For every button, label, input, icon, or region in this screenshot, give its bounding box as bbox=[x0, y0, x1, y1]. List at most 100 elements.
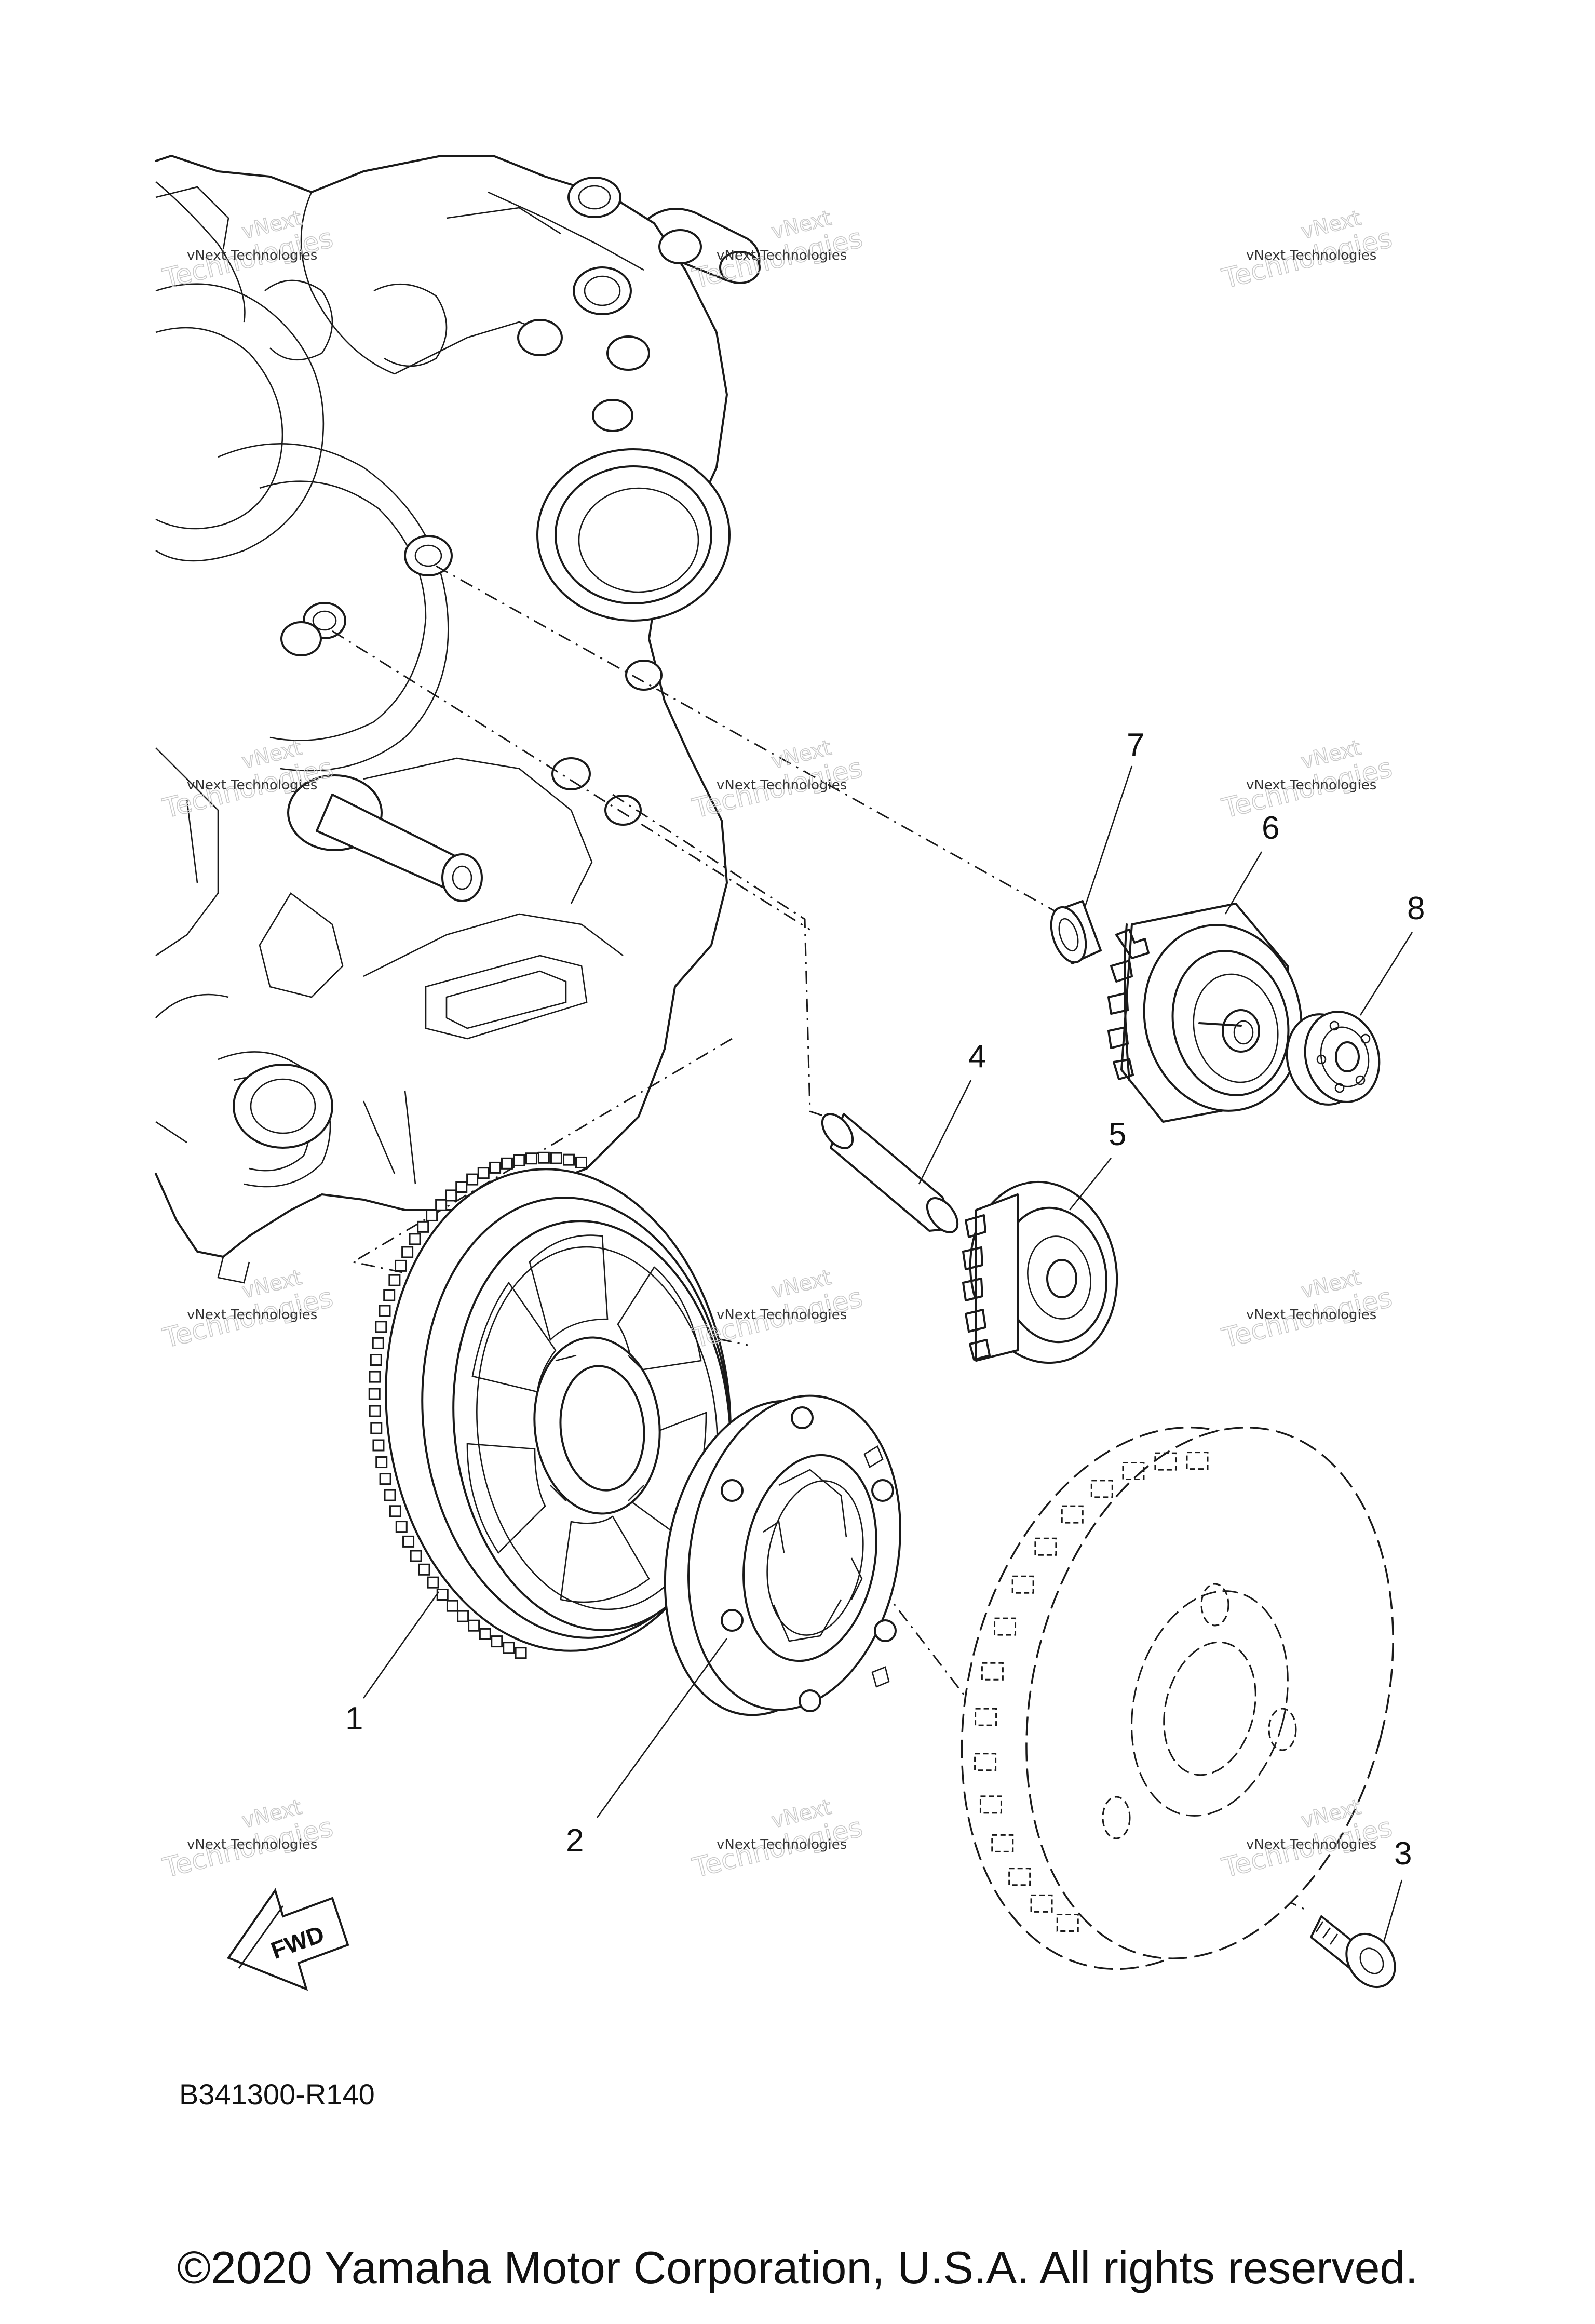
gear-tooth bbox=[379, 1473, 391, 1485]
callout-2: 2 bbox=[566, 1823, 584, 1859]
gear-tooth bbox=[418, 1563, 430, 1576]
engine-crankcase bbox=[155, 155, 761, 1284]
gear-tooth bbox=[417, 1220, 429, 1233]
rotor-slot bbox=[1034, 1537, 1057, 1556]
callout-1: 1 bbox=[345, 1701, 363, 1737]
gear-tooth bbox=[410, 1550, 422, 1562]
generator-rotor-magnets bbox=[974, 1452, 1209, 1932]
callout-6: 6 bbox=[1262, 810, 1279, 846]
gear-tooth bbox=[375, 1321, 387, 1333]
svg-text:vNext Technologies: vNext Technologies bbox=[187, 1837, 317, 1852]
svg-text:vNext Technologies: vNext Technologies bbox=[187, 248, 317, 263]
rotor-slot bbox=[1061, 1505, 1084, 1524]
svg-text:vNext Technologies: vNext Technologies bbox=[717, 1307, 847, 1323]
gear-tooth bbox=[468, 1619, 480, 1632]
svg-text:vNext Technologies: vNext Technologies bbox=[1246, 248, 1376, 263]
gear-tooth bbox=[445, 1189, 457, 1202]
gear-tooth bbox=[501, 1157, 513, 1170]
gear-tooth bbox=[409, 1233, 421, 1245]
figure-code: B341300-R140 bbox=[179, 2078, 375, 2111]
svg-text:vNext Technologies: vNext Technologies bbox=[187, 777, 317, 793]
rotor-slot bbox=[1090, 1480, 1113, 1498]
gear-tooth bbox=[563, 1153, 575, 1166]
svg-text:vNext Technologies: vNext Technologies bbox=[187, 1307, 317, 1323]
generator-rotor-reference bbox=[961, 1426, 1394, 1970]
svg-text:vNext Technologies: vNext Technologies bbox=[717, 777, 847, 793]
gear-tooth bbox=[525, 1152, 537, 1165]
gear-tooth bbox=[537, 1151, 550, 1164]
gear-tooth bbox=[379, 1305, 391, 1317]
rotor-slot bbox=[1030, 1894, 1053, 1913]
callout-4: 4 bbox=[968, 1039, 986, 1074]
svg-text:vNext Technologies: vNext Technologies bbox=[1246, 777, 1376, 793]
callout-numbers: 1 2 3 4 5 6 7 8 bbox=[345, 727, 1425, 1872]
rotor-slot bbox=[974, 1753, 997, 1771]
gear-tooth bbox=[435, 1199, 448, 1211]
rotor-slot bbox=[981, 1662, 1004, 1681]
gear-tooth bbox=[389, 1505, 401, 1517]
gear-tooth bbox=[515, 1647, 527, 1659]
gear-tooth bbox=[372, 1439, 385, 1452]
gear-tooth bbox=[503, 1642, 515, 1654]
gear-tooth bbox=[383, 1289, 396, 1301]
svg-text:vNext Technologies: vNext Technologies bbox=[1246, 1837, 1376, 1852]
gear-tooth bbox=[466, 1173, 479, 1186]
gear-tooth bbox=[491, 1635, 503, 1648]
rotor-slot bbox=[994, 1617, 1017, 1636]
gear-tooth bbox=[372, 1337, 384, 1349]
rotor-slot bbox=[1154, 1452, 1177, 1471]
part-4-shaft bbox=[821, 1113, 959, 1233]
gear-tooth bbox=[446, 1600, 458, 1612]
fwd-arrow-icon: FWD bbox=[226, 1888, 349, 1991]
svg-text:vNext Technologies: vNext Technologies bbox=[1246, 1307, 1376, 1323]
copyright-notice: ©2020 Yamaha Motor Corporation, U.S.A. A… bbox=[177, 2242, 1418, 2293]
rotor-slot bbox=[1008, 1868, 1031, 1886]
callout-3: 3 bbox=[1394, 1836, 1412, 1872]
gear-tooth bbox=[395, 1521, 408, 1533]
part-7-needle-bearing bbox=[1050, 900, 1102, 964]
gear-tooth bbox=[427, 1576, 439, 1589]
gear-tooth bbox=[479, 1628, 491, 1640]
gear-tooth bbox=[370, 1354, 382, 1366]
part-8-ball-bearing bbox=[1286, 1011, 1381, 1106]
callout-8: 8 bbox=[1407, 891, 1425, 926]
leader-lines bbox=[362, 765, 1413, 1943]
rotor-slot bbox=[1011, 1575, 1034, 1594]
rotor-slot bbox=[979, 1795, 1002, 1814]
gear-tooth bbox=[477, 1167, 490, 1179]
gear-tooth bbox=[436, 1588, 449, 1601]
rotor-slot bbox=[1186, 1452, 1209, 1470]
part-5-idle-gear bbox=[962, 1180, 1118, 1364]
gear-tooth bbox=[388, 1274, 401, 1286]
gear-tooth bbox=[368, 1388, 381, 1400]
part-3-bolt bbox=[1310, 1915, 1396, 1989]
gear-tooth bbox=[457, 1610, 469, 1622]
gear-tooth bbox=[489, 1161, 502, 1174]
callout-5: 5 bbox=[1109, 1117, 1126, 1152]
part-2-starter-clutch bbox=[664, 1394, 901, 1716]
gear-tooth bbox=[513, 1154, 525, 1166]
svg-text:vNext Technologies: vNext Technologies bbox=[717, 1837, 847, 1852]
gear-tooth bbox=[550, 1152, 562, 1164]
rotor-slot bbox=[975, 1708, 997, 1726]
gear-tooth bbox=[575, 1156, 587, 1168]
gear-tooth bbox=[370, 1422, 383, 1434]
gear-tooth bbox=[426, 1209, 438, 1221]
rotor-slot bbox=[1122, 1461, 1145, 1480]
rotor-slot bbox=[991, 1834, 1014, 1852]
gear-tooth bbox=[384, 1489, 396, 1501]
part-1-starter-wheel-gear bbox=[385, 1168, 732, 1652]
svg-text:vNext Technologies: vNext Technologies bbox=[717, 248, 847, 263]
gear-tooth bbox=[402, 1535, 415, 1548]
